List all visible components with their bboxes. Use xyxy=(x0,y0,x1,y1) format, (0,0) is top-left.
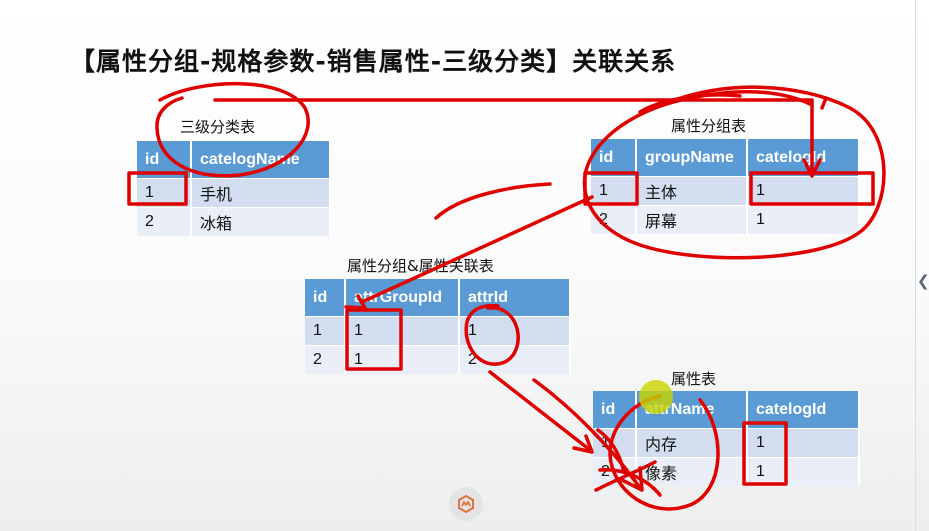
cell: 1 xyxy=(593,428,637,458)
cell: 主体 xyxy=(636,176,748,206)
cell: 1 xyxy=(591,176,637,206)
table-row: 1 主体 1 xyxy=(591,176,860,206)
annotation-arrow-head xyxy=(820,96,828,110)
page-title: 【属性分组-规格参数-销售属性-三级分类】关联关系 xyxy=(70,47,677,76)
category-table: id catelogName 1 手机 2 冰箱 xyxy=(137,141,331,236)
header-cell: id xyxy=(137,141,192,179)
table-row: 1 手机 xyxy=(137,178,331,208)
cell: 1 xyxy=(345,345,460,374)
cell: 1 xyxy=(747,205,860,234)
table-row: 2 像素 1 xyxy=(593,457,860,486)
cell: 1 xyxy=(137,178,192,208)
cell: 1 xyxy=(747,176,860,206)
attr-table-caption: 属性表 xyxy=(671,370,717,388)
header-cell: attrGroupId xyxy=(345,279,460,317)
header-cell: id xyxy=(305,279,346,317)
cell: 2 xyxy=(137,207,192,236)
table-row: 2 冰箱 xyxy=(137,207,331,236)
table-row: 1 1 1 xyxy=(305,316,571,346)
attr-group-table-caption: 属性分组表 xyxy=(671,117,747,135)
annotation-arrow xyxy=(488,370,592,452)
cell: 2 xyxy=(591,205,637,234)
app-logo-icon[interactable] xyxy=(449,487,483,521)
table-row: 2 屏幕 1 xyxy=(591,205,860,234)
cell: 2 xyxy=(305,345,346,374)
cell: 1 xyxy=(305,316,346,346)
cell: 1 xyxy=(345,316,460,346)
relation-table-caption: 属性分组&属性关联表 xyxy=(347,257,494,275)
annotation-scribble xyxy=(638,93,742,114)
right-edge-rule xyxy=(915,0,916,531)
table-row: 2 1 2 xyxy=(305,345,571,374)
relation-table: id attrGroupId attrId 1 1 1 2 1 2 xyxy=(305,279,571,374)
header-cell: catelogId xyxy=(747,139,860,177)
cell: 2 xyxy=(459,345,571,374)
header-cell: catelogName xyxy=(191,141,331,179)
cell: 像素 xyxy=(636,457,748,486)
cell: 1 xyxy=(459,316,571,346)
cell: 内存 xyxy=(636,428,748,458)
header-cell: attrId xyxy=(459,279,571,317)
cell: 2 xyxy=(593,457,637,486)
cell: 1 xyxy=(747,428,860,458)
table-row: 1 内存 1 xyxy=(593,428,860,458)
attr-group-table: id groupName catelogId 1 主体 1 2 屏幕 1 xyxy=(591,139,860,234)
chevron-left-icon[interactable]: ❮ xyxy=(917,272,929,290)
category-table-caption: 三级分类表 xyxy=(180,118,256,136)
annotation-arrow-head xyxy=(572,434,594,454)
header-cell: id xyxy=(591,139,637,177)
cell: 屏幕 xyxy=(636,205,748,234)
annotation-curve xyxy=(434,182,552,220)
header-cell: attrName xyxy=(636,391,748,429)
header-cell: id xyxy=(593,391,637,429)
attr-table: id attrName catelogId 1 内存 1 2 像素 1 xyxy=(593,391,860,486)
header-cell: catelogId xyxy=(747,391,860,429)
cell: 1 xyxy=(747,457,860,486)
cell: 冰箱 xyxy=(191,207,331,236)
header-cell: groupName xyxy=(636,139,748,177)
app-logo-glyph xyxy=(458,494,474,514)
cell: 手机 xyxy=(191,178,331,208)
